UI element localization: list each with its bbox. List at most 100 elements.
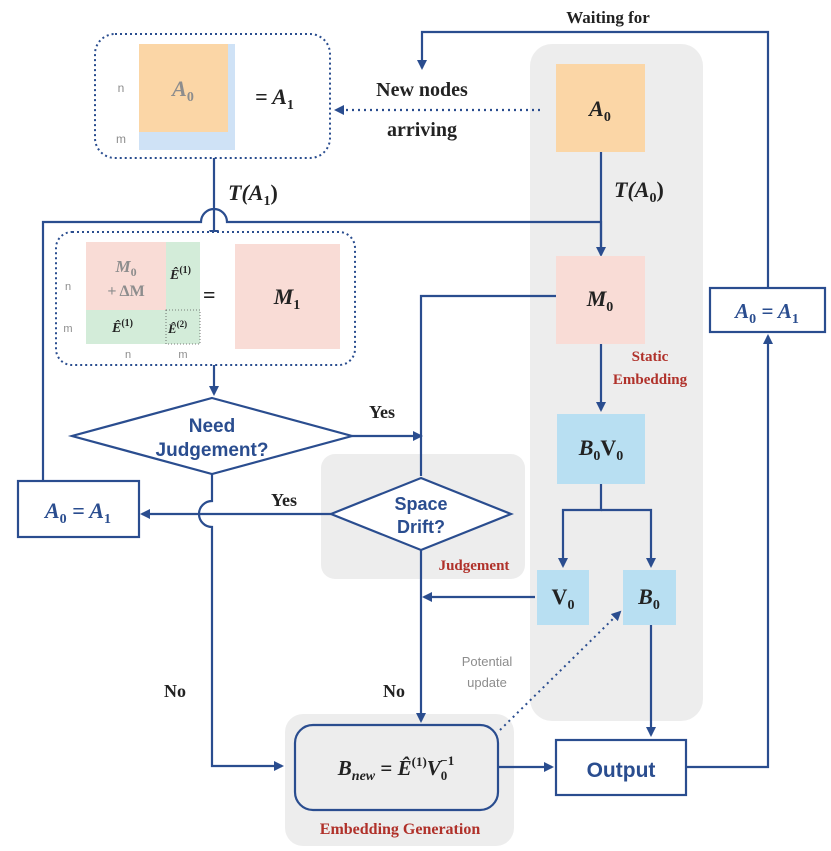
svg-text:B0V0: B0V0: [578, 435, 624, 464]
b0-label: B: [637, 584, 653, 609]
b0v0-b: B: [578, 435, 594, 460]
e2-label: Ê: [167, 321, 177, 336]
e1-right-block: [166, 242, 200, 310]
svg-text:A0 = A1: A0 = A1: [43, 498, 111, 527]
b0v0-sub1: 0: [593, 449, 600, 464]
b0v0-split-line: [558, 484, 603, 568]
update-label: update: [467, 675, 507, 690]
need-judgement-line2: Judgement?: [156, 440, 269, 461]
potential-update-dotted-arrow: [499, 610, 622, 731]
output-to-update-arrow: [686, 334, 773, 769]
svg-text:A0 = A1: A0 = A1: [733, 299, 799, 327]
m1-dim-n-left: n: [65, 281, 71, 293]
left-loop-to-static-arrow: [41, 207, 606, 480]
svg-text:= A1: = A1: [255, 84, 294, 113]
e1-bottom-block: [86, 310, 166, 344]
a0-static-block: [556, 64, 645, 152]
svg-text:Ê(1): Ê(1): [111, 318, 133, 336]
e1-bottom-label: Ê: [111, 319, 121, 336]
static-embedding-panel: [530, 44, 703, 721]
right-update-sub1: 1: [792, 312, 799, 327]
t-a0-close: ): [656, 177, 663, 202]
generation-v: V: [427, 756, 443, 780]
generation-e-sup: (1): [412, 754, 427, 769]
b0-block: [623, 570, 676, 625]
need-judgement-no-label: No: [164, 681, 186, 701]
svg-text:A0: A0: [587, 96, 611, 125]
generation-eq: =: [375, 756, 397, 780]
need-judgement-line1: Need: [189, 416, 235, 437]
e2-superscript: (2): [177, 319, 188, 329]
m1-dim-n-bottom: n: [125, 349, 131, 361]
need-judgement-yes-label: Yes: [369, 402, 395, 422]
e2-block: [165, 309, 201, 345]
output-box: [554, 738, 688, 797]
m0-label: M: [114, 257, 131, 276]
dim-n-label: n: [118, 81, 125, 95]
b-new-subscript: new: [352, 769, 376, 784]
b0v0-block: [557, 414, 645, 484]
svg-text:Bnew = Ê(1)V0−1: Bnew = Ê(1)V0−1: [337, 753, 454, 784]
b0-subscript: 0: [653, 598, 660, 613]
svg-text:M0: M0: [586, 286, 614, 315]
right-update-a0: A: [733, 299, 749, 323]
m0-dm-block: [86, 242, 166, 310]
generation-e: Ê: [397, 756, 412, 780]
m1-equals: =: [203, 282, 216, 307]
a0-block: [139, 44, 228, 132]
dim-m-label: m: [116, 132, 126, 146]
svg-text:T(A1): T(A1): [228, 180, 278, 209]
static-m0-label: M: [586, 286, 608, 311]
static-a0-subscript: 0: [604, 110, 611, 125]
left-update-a0: A: [43, 498, 60, 523]
space-drift-line2: Drift?: [397, 517, 445, 537]
left-update-eq: = A: [67, 498, 104, 523]
need-judgement-no-arrow: [197, 474, 284, 771]
svg-text:B0: B0: [637, 584, 660, 613]
space-drift-yes-label: Yes: [271, 490, 297, 510]
t-a1-close: ): [270, 180, 277, 205]
m1-subscript: 1: [293, 298, 300, 313]
right-update-eq: = A: [756, 299, 792, 323]
space-drift-line1: Space: [394, 494, 447, 514]
svg-text:M0: M0: [114, 257, 136, 279]
e1-label: Ê: [169, 266, 179, 283]
b0v0-split-line-right: [601, 508, 656, 568]
t-a1-subscript: 1: [263, 194, 270, 209]
a0-label: A: [170, 76, 187, 101]
potential-label: Potential: [462, 654, 513, 669]
svg-text:A0: A0: [170, 76, 194, 105]
b0v0-v: V: [600, 435, 616, 460]
output-label: Output: [587, 759, 656, 782]
left-update-sub1: 1: [104, 512, 111, 527]
left-a0-equals-a1-box: [16, 479, 141, 539]
svg-text:M1: M1: [273, 284, 301, 313]
t-a0-label: T(A: [614, 177, 649, 202]
b-new-label: B: [337, 756, 352, 780]
svg-text:T(A0): T(A0): [614, 177, 664, 206]
waiting-loop-line: [417, 30, 770, 288]
m1-block: [235, 244, 340, 349]
m1-label: M: [273, 284, 295, 309]
arriving-label: arriving: [387, 119, 457, 141]
static-m0-subscript: 0: [606, 300, 613, 315]
svg-text:V0: V0: [552, 584, 575, 613]
v0-label: V: [552, 584, 568, 609]
plus-delta-m-label: + ΔM: [107, 283, 144, 300]
a0-subscript: 0: [187, 90, 194, 105]
right-update-sub0: 0: [749, 312, 756, 327]
m1-dim-m-left: m: [63, 323, 72, 335]
left-update-sub0: 0: [60, 512, 67, 527]
static-a0-label: A: [587, 96, 604, 121]
space-drift-no-label: No: [383, 681, 405, 701]
static-embedding-label-line1: Static: [632, 349, 669, 365]
generation-v-sup: −1: [440, 753, 454, 768]
waiting-for-label: Waiting for: [566, 8, 650, 27]
new-nodes-label: New nodes: [376, 79, 468, 101]
static-embedding-label-line2: Embedding: [613, 372, 688, 388]
equals-a1-subscript: 1: [287, 98, 294, 113]
e1-bottom-superscript: (1): [121, 318, 133, 329]
generation-v-sub: 0: [441, 768, 448, 783]
v0-subscript: 0: [567, 598, 574, 613]
